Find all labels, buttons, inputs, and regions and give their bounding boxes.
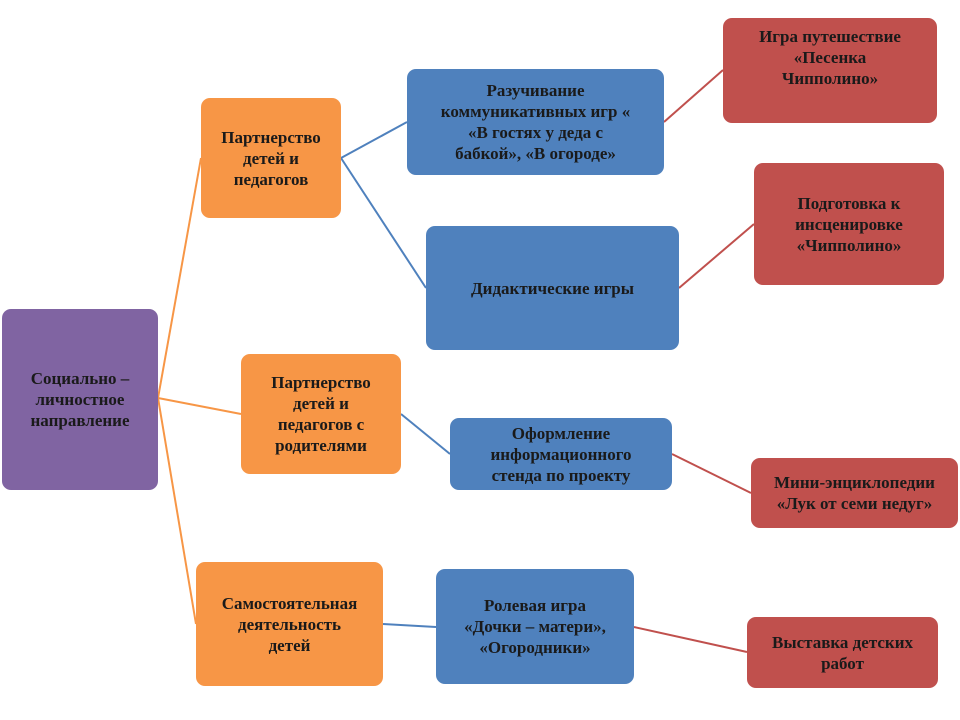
result-node-label: Выставка детских работ	[771, 632, 914, 673]
connector-c1-r1	[663, 69, 724, 123]
result-node-travel-game: Игра путешествие «Песенка Чипполино»	[723, 18, 937, 123]
result-node-label: Подготовка к инсценировке «Чипполино»	[795, 193, 903, 255]
activity-node-label: Ролевая игра «Дочки – матери», «Огородни…	[464, 596, 606, 657]
connector-c4-r4	[633, 626, 748, 653]
activity-node-didactic-games: Дидактические игры	[426, 226, 679, 350]
branch-node-independent-activity: Самостоятельная деятельность детей	[196, 562, 383, 686]
branch-node-label: Партнерство детей и педагогов	[221, 127, 321, 189]
result-node-mini-encyclopedia: Мини-энциклопедии «Лук от семи недуг»	[751, 458, 958, 528]
connector-root-b1	[157, 157, 202, 399]
branch-node-partnership-parents: Партнерство детей и педагогов с родителя…	[241, 354, 401, 474]
connector-b1-c2	[340, 157, 427, 289]
result-node-exhibition: Выставка детских работ	[747, 617, 938, 688]
branch-node-partnership-teachers: Партнерство детей и педагогов	[201, 98, 341, 218]
branch-node-label: Партнерство детей и педагогов с родителя…	[271, 373, 371, 455]
activity-node-info-stand: Оформление информационного стенда по про…	[450, 418, 672, 490]
connector-c3-r3	[671, 453, 752, 494]
connector-root-b2	[157, 397, 242, 415]
activity-node-communicative-games: Разучивание коммуникативных игр « «В гос…	[407, 69, 664, 175]
root-node: Социально – личностное направление	[2, 309, 158, 490]
activity-node-label: Разучивание коммуникативных игр « «В гос…	[440, 81, 631, 163]
activity-node-role-play: Ролевая игра «Дочки – матери», «Огородни…	[436, 569, 634, 684]
activity-node-label: Дидактические игры	[470, 278, 635, 298]
connector-b2-c3	[400, 413, 451, 455]
branch-node-label: Самостоятельная деятельность детей	[221, 593, 358, 655]
connector-b1-c1	[340, 121, 408, 159]
connector-c2-r2	[678, 223, 755, 289]
connector-root-b3	[157, 397, 197, 625]
result-node-label: Игра путешествие «Песенка Чипполино»	[759, 27, 901, 88]
result-node-label: Мини-энциклопедии «Лук от семи недуг»	[774, 473, 935, 513]
root-node-label: Социально – личностное направление	[30, 369, 130, 430]
result-node-staging-prep: Подготовка к инсценировке «Чипполино»	[754, 163, 944, 285]
activity-node-label: Оформление информационного стенда по про…	[490, 423, 632, 485]
connector-b3-c4	[382, 623, 437, 628]
